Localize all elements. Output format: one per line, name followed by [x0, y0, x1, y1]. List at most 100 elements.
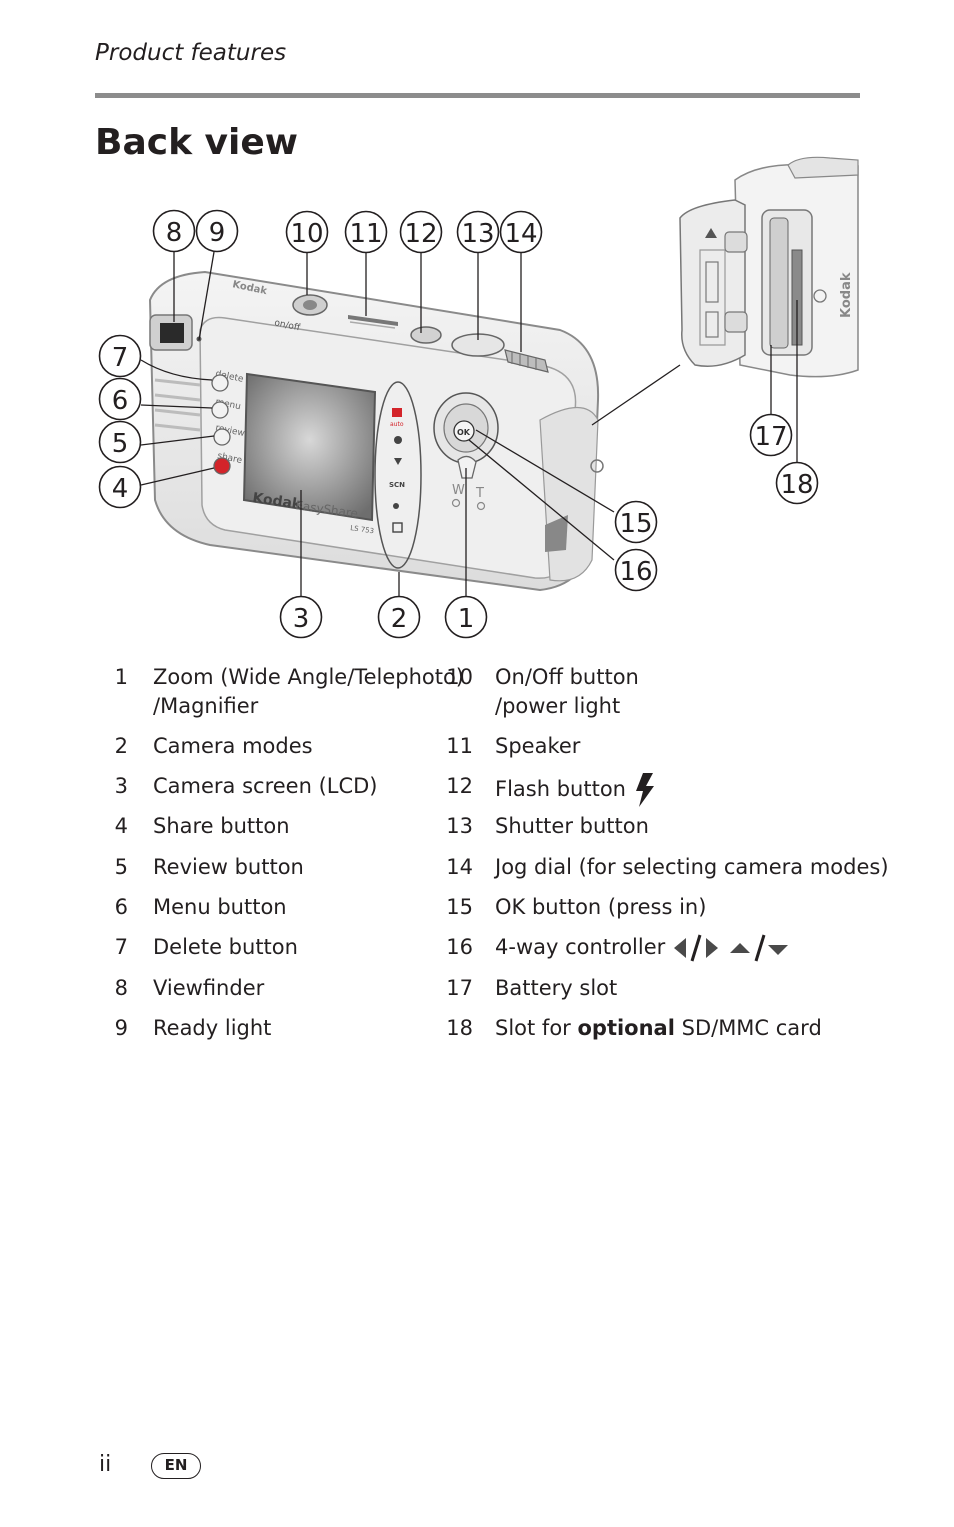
zoom-out-icon	[451, 498, 461, 508]
share-button	[213, 457, 231, 475]
viewfinder-window	[160, 323, 184, 343]
callout-18: 18	[775, 461, 819, 505]
callout-9: 9	[195, 209, 239, 253]
door-hinge-top	[724, 231, 748, 253]
onoff-button-center	[303, 300, 317, 310]
legend-label: OK button (press in)	[495, 895, 707, 919]
callout-10: 10	[285, 210, 329, 254]
legend-label: Speaker	[495, 734, 581, 758]
side-brand-label: Kodak	[839, 272, 854, 318]
legend-number: 8	[114, 976, 128, 1000]
legend-number: 17	[446, 976, 473, 1000]
svg-text:12: 12	[404, 219, 437, 249]
screen-brand-label: Kodak	[251, 490, 302, 513]
zoom-lever	[457, 455, 477, 479]
camera-screen-lcd	[242, 372, 377, 522]
legend-label: Camera modes	[153, 734, 313, 758]
video-mode-icon	[393, 503, 399, 509]
legend-label: Ready light	[153, 1016, 272, 1040]
callout-6: 6	[98, 377, 142, 421]
flash-button	[410, 326, 442, 344]
callout-1: 1	[444, 595, 488, 639]
callout-17: 17	[749, 413, 793, 457]
legend-label: Menu button	[153, 895, 287, 919]
section-header: Product features	[95, 40, 287, 66]
callout-14: 14	[499, 210, 543, 254]
legend-label-with-icon: Flash button	[495, 772, 657, 808]
legend-label: Share button	[153, 814, 290, 838]
language-badge: EN	[151, 1453, 201, 1479]
svg-text:17: 17	[754, 422, 787, 452]
four-way-arrows-icon	[673, 934, 788, 962]
battery-door	[679, 199, 746, 367]
menu-button	[211, 401, 229, 419]
legend-number: 10	[446, 665, 473, 689]
legend-number: 15	[446, 895, 473, 919]
jog-dial	[504, 349, 549, 373]
page-title: Back view	[95, 122, 299, 163]
callout-15: 15	[614, 500, 658, 544]
zoom-tele-label: T	[475, 486, 484, 501]
auto-mode-label: auto	[390, 421, 404, 428]
flash-icon	[635, 773, 654, 807]
legend-label-continued: /Magnifier	[153, 694, 259, 718]
svg-text:15: 15	[619, 509, 652, 539]
legend-number: 2	[114, 734, 128, 758]
legend-label: Camera screen (LCD)	[153, 774, 378, 798]
svg-text:16: 16	[619, 557, 652, 587]
callout-5: 5	[98, 420, 142, 464]
callout-13: 13	[456, 210, 500, 254]
callout-circles: 1 2 3 4 5 6 7 8 9 10 11 12 13 14 15 16 1…	[98, 209, 819, 639]
page-number: ii	[99, 1452, 112, 1477]
callout-7: 7	[98, 334, 142, 378]
side-view-connector-line	[591, 364, 681, 426]
ok-button-label: OK	[457, 428, 471, 437]
legend-label: Battery slot	[495, 976, 618, 1000]
legend-label: Viewfinder	[153, 976, 265, 1000]
zoom-in-icon	[476, 501, 486, 511]
callout-4: 4	[98, 465, 142, 509]
callout-12: 12	[399, 210, 443, 254]
svg-text:10: 10	[290, 219, 323, 249]
legend-number: 18	[446, 1016, 473, 1040]
svg-text:2: 2	[391, 604, 408, 634]
callout-3: 3	[279, 595, 323, 639]
svg-text:4: 4	[112, 474, 129, 504]
legend-label-with-icon: 4-way controller	[495, 933, 794, 963]
legend-label: Review button	[153, 855, 304, 879]
legend-label-prefix: Slot for	[495, 1016, 578, 1040]
svg-text:13: 13	[461, 219, 494, 249]
speaker	[348, 315, 398, 326]
legend-number: 1	[114, 665, 128, 689]
legend-number: 5	[114, 855, 128, 879]
svg-text:14: 14	[504, 219, 537, 249]
camera-side-view: Kodak	[679, 156, 859, 378]
legend-number: 12	[446, 774, 473, 798]
legend-label-continued: /power light	[495, 694, 621, 718]
svg-text:18: 18	[780, 470, 813, 500]
legend-label: Zoom (Wide Angle/Telephoto)	[153, 665, 465, 689]
legend-label: On/Off button	[495, 665, 639, 689]
legend-label: Flash button	[495, 777, 626, 801]
zoom-wide-label: W	[452, 483, 465, 498]
legend-number: 9	[114, 1016, 128, 1040]
legend-label: Slot for optional SD/MMC card	[495, 1014, 822, 1043]
battery-slot	[769, 217, 789, 349]
sport-mode-icon	[394, 436, 402, 444]
legend-label: 4-way controller	[495, 935, 666, 959]
door-hinge-bottom	[724, 311, 748, 333]
legend-number: 16	[446, 935, 473, 959]
screen-model-number: LS 753	[350, 524, 375, 535]
svg-text:7: 7	[112, 343, 129, 373]
camera-back-view-illustration: on/off Kodak delete menu review share Ko…	[98, 156, 859, 639]
callout-16: 16	[614, 548, 658, 592]
legend-number: 14	[446, 855, 473, 879]
svg-text:1: 1	[458, 604, 475, 634]
ok-button	[453, 420, 475, 442]
legend-number: 3	[114, 774, 128, 798]
favorites-mode-icon	[392, 522, 403, 533]
legend-label-suffix: SD/MMC card	[674, 1016, 822, 1040]
delete-button	[211, 374, 229, 392]
side-buttons: delete menu review share	[211, 369, 246, 475]
legend-number: 4	[114, 814, 128, 838]
